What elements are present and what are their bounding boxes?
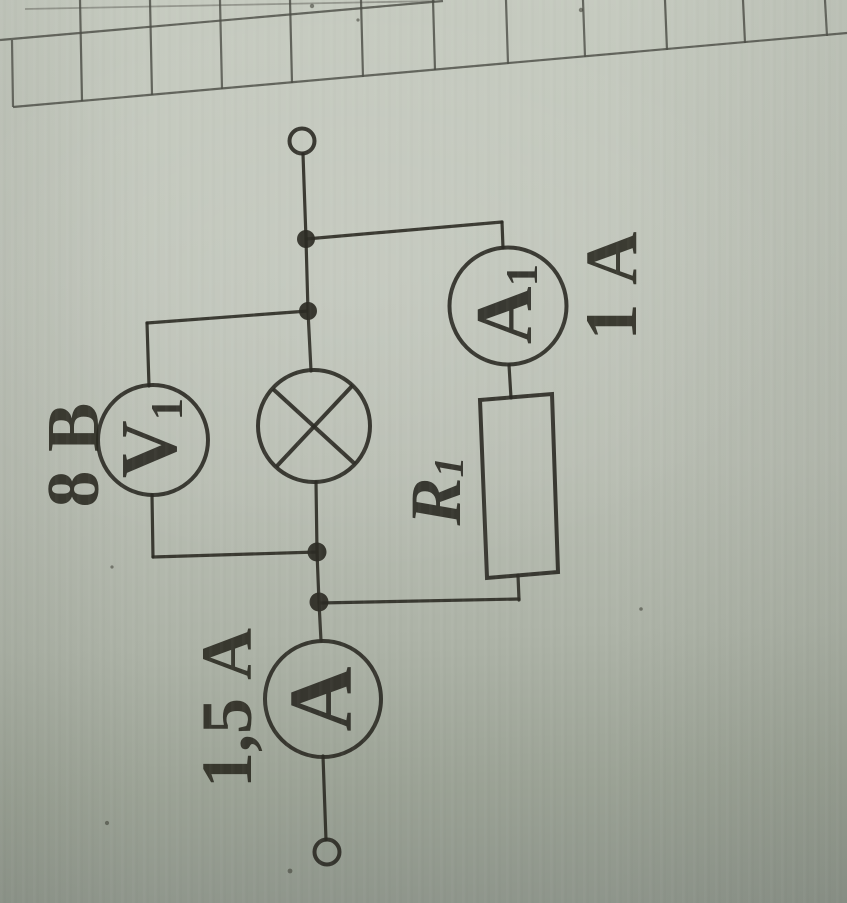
branch-ammeter-symbol: A [461, 286, 549, 344]
grid-col-line [504, 0, 510, 65]
wire-a1-to-resistor [507, 363, 513, 400]
wire-ammeter-to-terminal [321, 754, 328, 842]
main-ammeter-symbol: A [272, 667, 371, 732]
circuit-wires [145, 152, 521, 842]
grid-row-line-upper [24, 0, 436, 10]
notebook-grid [0, 0, 847, 109]
grid-row-line-bottom [12, 31, 847, 109]
speck [639, 607, 643, 611]
wire-resistor-down [516, 573, 521, 602]
main-ammeter-circle [263, 639, 383, 759]
junction-dot [299, 302, 317, 320]
junction-dot [309, 592, 329, 612]
voltmeter-circle [96, 383, 210, 497]
wire-terminal-to-junction1 [301, 152, 308, 241]
grid-col-line [663, 0, 669, 51]
wire-junction2-to-corner-left [145, 309, 310, 325]
resistor-label: R1 [396, 456, 476, 526]
speck [356, 18, 360, 22]
speck [578, 7, 584, 13]
grid-col-line [10, 39, 15, 108]
lamp-circle [256, 368, 372, 484]
voltmeter-label: V1 [106, 398, 194, 478]
main-ammeter-reading: 1,5 А [187, 628, 267, 788]
branch-ammeter-label: A1 [461, 264, 549, 344]
speck [287, 868, 293, 874]
junction-dot [307, 542, 327, 562]
resistor-icon: R1 [396, 391, 561, 581]
terminal-bottom-icon [312, 837, 342, 867]
grid-col-line [431, 0, 437, 71]
resistor-rect [477, 391, 561, 581]
paper-specks [104, 3, 643, 874]
main-ammeter-icon: A [263, 639, 383, 759]
grid-col-line [823, 0, 829, 37]
branch-ammeter-reading: 1 А [571, 232, 653, 341]
junction-dot [297, 230, 315, 248]
voltmeter-reading: 8 В [33, 403, 115, 508]
lamp-icon [256, 368, 372, 484]
branch-ammeter-circle [447, 245, 569, 367]
grid-col-line [78, 0, 84, 102]
grid-col-line [581, 0, 587, 58]
wire-corner-to-a1 [500, 220, 505, 250]
resistor-symbol: R [396, 477, 476, 526]
voltmeter-subscript: 1 [142, 398, 192, 421]
wire-junction1-to-junction2 [304, 237, 310, 313]
wire-junction2-to-lamp [306, 309, 313, 373]
grid-col-line [359, 0, 365, 78]
wire-voltmeter-down [150, 493, 155, 559]
grid-col-line [148, 0, 154, 96]
junction-dots [297, 230, 329, 612]
speck [309, 3, 315, 9]
grid-col-line [288, 0, 294, 84]
terminal-top-icon [287, 126, 317, 156]
speck [104, 820, 110, 826]
branch-ammeter-icon: A1 [447, 245, 569, 367]
wire-junction1-to-corner [304, 220, 504, 241]
wire-voltmeter-to-junction3 [151, 550, 319, 559]
voltmeter-icon: V1 [96, 383, 210, 497]
resistor-subscript: 1 [427, 456, 473, 477]
grid-col-line [741, 0, 747, 44]
voltmeter-symbol: V [106, 420, 194, 478]
speck [110, 565, 114, 569]
wire-lamp-to-junction3 [314, 480, 319, 554]
lamp-cross-line [274, 383, 355, 469]
wire-corner-to-voltmeter [145, 321, 151, 388]
grid-col-line [218, 0, 224, 90]
wire-resistor-to-junction4 [317, 597, 521, 605]
branch-ammeter-subscript: 1 [497, 264, 547, 287]
